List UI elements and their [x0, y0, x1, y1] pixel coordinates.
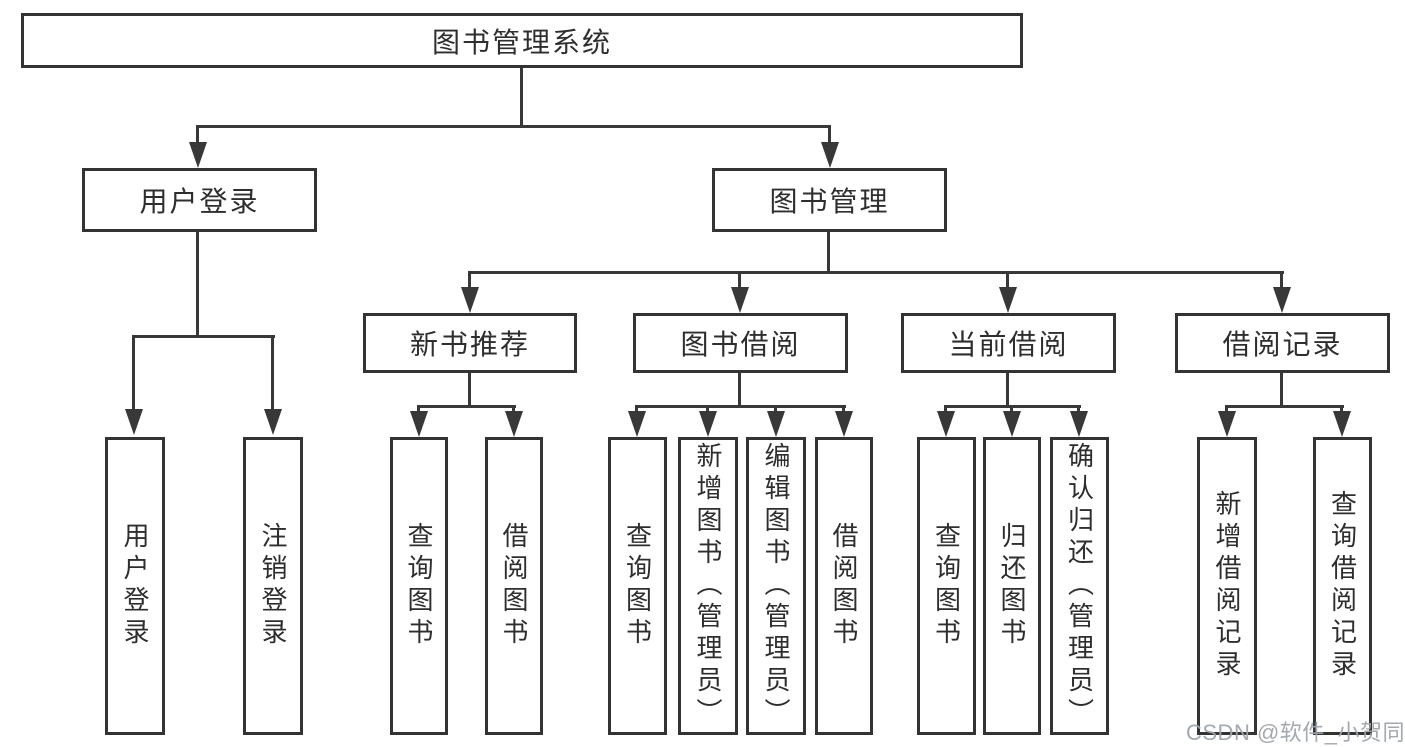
leaf-logout: 注销登录 [243, 437, 303, 735]
leaf-label: 新增借阅记录 [1212, 490, 1242, 682]
node-new-books: 新书推荐 [363, 313, 577, 373]
connector-line [468, 271, 471, 289]
connector-line [417, 405, 420, 413]
connector-line [738, 271, 741, 289]
leaf-label: 借阅图书 [829, 522, 859, 650]
leaf-label: 确认归还（管理员） [1064, 442, 1095, 730]
watermark: CSDN @软件_小贺同学 [1186, 720, 1405, 745]
node-label: 当前借阅 [948, 329, 1069, 360]
connector-line [1006, 373, 1009, 407]
connector-line [1077, 405, 1080, 413]
connector-line [828, 125, 831, 145]
connector-line [520, 68, 523, 127]
connector-arrowhead [264, 409, 282, 435]
connector-line [738, 373, 741, 407]
leaf-label: 新增图书（管理员） [693, 442, 723, 730]
node-current-borrow: 当前借阅 [901, 313, 1116, 373]
connector-arrowhead [937, 411, 955, 437]
leaf-label: 查询图书 [931, 522, 962, 650]
connector-arrowhead [821, 142, 839, 168]
connector-line [635, 405, 638, 413]
node-root-label: 图书管理系统 [431, 26, 612, 58]
leaf-label: 借阅图书 [499, 522, 529, 650]
leaf-borrow-books-1: 借阅图书 [485, 437, 543, 735]
connector-line [635, 405, 846, 408]
connector-line [196, 125, 831, 128]
connector-arrowhead [1273, 287, 1291, 313]
connector-arrowhead [1218, 411, 1236, 437]
leaf-label: 注销登录 [258, 522, 288, 650]
connector-line [1010, 405, 1013, 413]
connector-line [1225, 405, 1344, 408]
connector-line [132, 335, 275, 338]
node-user-login: 用户登录 [82, 168, 317, 232]
node-label: 图书管理 [769, 186, 890, 217]
connector-line [827, 232, 830, 273]
connector-line [842, 405, 845, 413]
connector-arrowhead [835, 411, 853, 437]
connector-arrowhead [461, 287, 479, 313]
leaf-add-books-admin: 新增图书（管理员） [678, 437, 738, 735]
connector-line [468, 373, 471, 407]
connector-line [1340, 405, 1343, 413]
connector-line [132, 335, 135, 412]
leaf-confirm-return-admin: 确认归还（管理员） [1050, 437, 1109, 735]
leaf-label: 编辑图书（管理员） [761, 442, 791, 730]
node-borrow-records: 借阅记录 [1175, 313, 1390, 373]
leaf-return-books: 归还图书 [983, 437, 1041, 735]
leaf-label: 归还图书 [997, 522, 1027, 650]
connector-line [774, 405, 777, 413]
leaf-label: 查询借阅记录 [1327, 490, 1358, 682]
leaf-query-borrow-record: 查询借阅记录 [1313, 437, 1372, 735]
connector-arrowhead [699, 411, 717, 437]
connector-line [417, 405, 516, 408]
node-label: 新书推荐 [409, 329, 530, 360]
connector-line [1280, 373, 1283, 407]
leaf-query-books-1: 查询图书 [390, 437, 448, 735]
leaf-label: 查询图书 [404, 522, 434, 650]
connector-arrowhead [731, 287, 749, 313]
leaf-label: 查询图书 [622, 522, 653, 650]
connector-arrowhead [505, 411, 523, 437]
node-label: 借阅记录 [1222, 329, 1343, 360]
connector-line [1280, 271, 1283, 289]
connector-arrowhead [410, 411, 428, 437]
connector-arrowhead [1003, 411, 1021, 437]
node-root: 图书管理系统 [21, 13, 1023, 68]
leaf-add-borrow-record: 新增借阅记录 [1197, 437, 1257, 735]
leaf-label: 用户登录 [120, 522, 150, 650]
connector-line [468, 271, 1284, 274]
leaf-borrow-books-2: 借阅图书 [815, 437, 873, 735]
connector-line [512, 405, 515, 413]
connector-line [271, 335, 274, 412]
connector-arrowhead [999, 287, 1017, 313]
connector-arrowhead [1333, 411, 1351, 437]
leaf-query-books-2: 查询图书 [608, 437, 667, 735]
connector-line [196, 125, 199, 145]
leaf-user-login: 用户登录 [105, 437, 165, 735]
connector-line [944, 405, 947, 413]
node-book-borrow: 图书借阅 [633, 313, 848, 373]
leaf-query-books-3: 查询图书 [917, 437, 976, 735]
leaf-edit-books-admin: 编辑图书（管理员） [746, 437, 806, 735]
node-label: 图书借阅 [680, 329, 801, 360]
connector-line [196, 232, 199, 337]
connector-arrowhead [189, 142, 207, 168]
connector-arrowhead [125, 409, 143, 435]
connector-line [1006, 271, 1009, 289]
connector-line [706, 405, 709, 413]
node-label: 用户登录 [139, 186, 260, 217]
connector-arrowhead [767, 411, 785, 437]
connector-arrowhead [628, 411, 646, 437]
connector-line [1225, 405, 1228, 413]
node-book-management: 图书管理 [712, 168, 947, 232]
connector-arrowhead [1070, 411, 1088, 437]
